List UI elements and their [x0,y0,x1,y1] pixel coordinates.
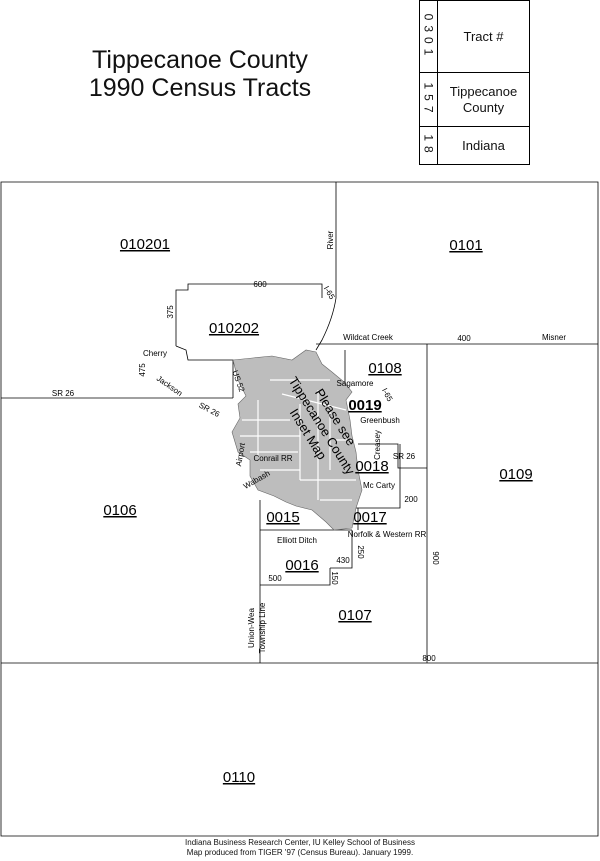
road-label-sagamore: Sagamore [337,379,374,388]
road-label-600: 600 [253,280,267,289]
road-label-cherry: Cherry [143,349,167,358]
tract-label-0107: 0107 [338,607,371,624]
county-boundary [0,181,599,837]
tract-label-0108: 0108 [368,360,401,377]
road-label-200: 200 [404,495,418,504]
title-line-2: 1990 Census Tracts [88,74,312,102]
road-label-elliott-ditch: Elliott Ditch [277,536,317,545]
road-label-township-line: Township Line [258,602,267,653]
legend-label-state: Indiana [462,138,505,153]
road-label-union-wea: Union-Wea [247,608,256,648]
tract-label-0016: 0016 [285,557,318,574]
tract-label-0109: 0109 [499,466,532,483]
title-line-1: Tippecanoe County [92,46,308,74]
road-label-400: 400 [457,334,471,343]
tract-label-0106: 0106 [103,502,136,519]
road-label-sr26-east: SR 26 [393,452,416,461]
tract-label-0017: 0017 [353,509,386,526]
road-label-misner: Misner [542,333,566,342]
legend-row-county: 157 Tippecanoe County [420,73,529,127]
road-label-i65-north: I-65 [322,285,337,302]
road-label-800: 800 [422,654,436,663]
road-label-475: 475 [138,363,147,377]
road-label-sr26-west: SR 26 [52,389,75,398]
tract-boundary-0018b [356,444,401,509]
credit-text: Indiana Business Research Center, IU Kel… [100,838,500,858]
legend-label-tract: Tract # [463,28,504,44]
road-label-150: 150 [330,571,339,585]
tract-boundary-river [315,182,337,351]
tract-label-010202: 010202 [209,320,259,337]
tract-boundary-cherry [175,345,234,398]
tract-label-0015: 0015 [266,509,299,526]
credit-line-1: Indiana Business Research Center, IU Kel… [185,838,415,847]
tract-label-0110: 0110 [223,769,255,786]
road-label-greenbush: Greenbush [360,416,400,425]
road-label-airport: Airport [234,441,247,467]
road-label-conrail-rr: Conrail RR [253,454,292,463]
road-label-sr26-mid: SR 26 [197,401,221,420]
legend-label-county: Tippecanoe County [449,83,518,115]
road-label-wildcat-creek: Wildcat Creek [343,333,394,342]
tract-boundary-0016 [260,568,331,586]
road-label-430: 430 [336,556,350,565]
road-label-jackson: Jackson [155,374,184,398]
road-label-250: 250 [356,545,365,559]
tract-label-010201: 010201 [120,236,170,253]
tract-label-0101: 0101 [449,237,482,254]
tract-boundary-600 [175,283,323,346]
road-label-river: River [326,230,335,249]
legend-row-tract: 0301 Tract # [420,1,529,73]
tract-label-0019: 0019 [348,397,381,414]
road-label-375: 375 [166,305,175,319]
road-label-i65-south: I-65 [380,387,395,404]
road-label-norfolk-western-rr: Norfolk & Western RR [348,530,427,539]
tract-label-0018: 0018 [355,458,388,475]
road-label-creasey: Creasey [373,430,382,460]
legend-box: 0301 Tract # 157 Tippecanoe County 18 In… [419,0,530,165]
road-label-mc-carty: Mc Carty [363,481,395,490]
map-title: Tippecanoe County 1990 Census Tracts [40,46,360,102]
road-label-900: 900 [431,551,440,565]
credit-line-2: Map produced from TIGER '97 (Census Bure… [186,848,414,857]
road-label-500: 500 [268,574,282,583]
tract-boundary-430 [330,530,353,569]
inset-area [231,349,363,531]
legend-row-state: 18 Indiana [420,127,529,165]
